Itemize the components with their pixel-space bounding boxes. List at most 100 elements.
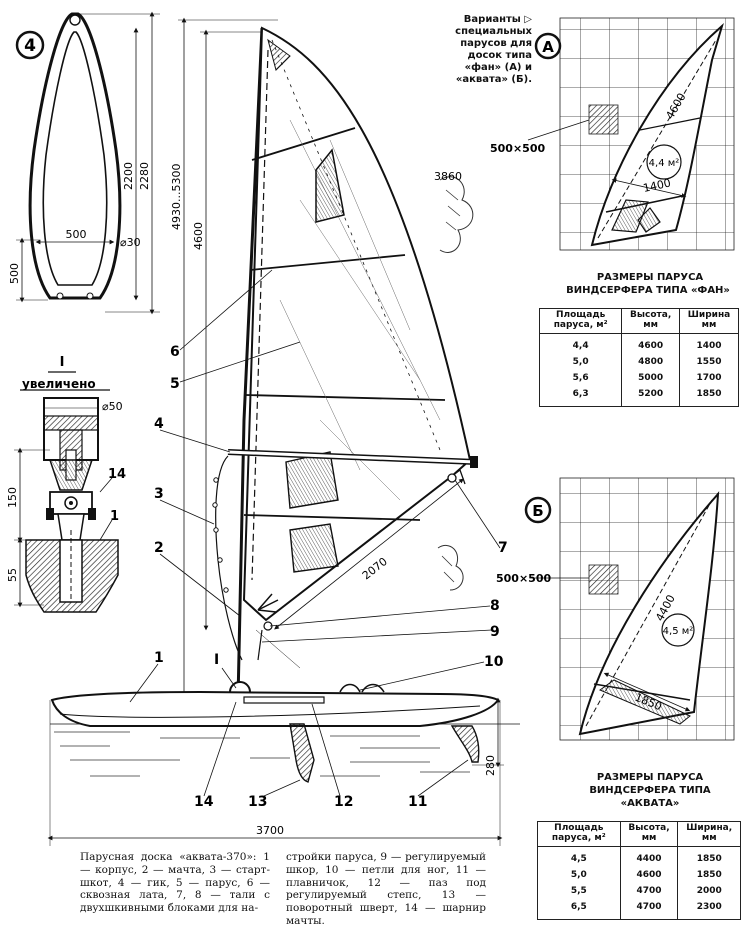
callout-3: 3 <box>154 486 164 502</box>
wishbone-boom-view <box>16 11 160 315</box>
mast-joint-detail: I увеличено <box>14 355 119 613</box>
callout-8: 8 <box>490 598 500 614</box>
view-b-label: Б <box>532 502 543 520</box>
variants-note: Варианты ▷ специальных парусов для досок… <box>455 14 532 85</box>
table-cell: 4700 <box>619 883 679 900</box>
callout-12: 12 <box>334 794 353 810</box>
fan-col-area: Площадь паруса, м² <box>538 308 623 334</box>
view-4-label: 4 <box>24 36 36 56</box>
fan-table-title-1: РАЗМЕРЫ ПАРУСА <box>596 272 704 283</box>
callout-11: 11 <box>408 794 427 810</box>
table-cell: 4700 <box>619 899 679 921</box>
table-cell: 1850 <box>679 386 739 408</box>
dim-boom-length: 2070 <box>360 555 390 582</box>
dim-boom-width: 500 <box>66 228 87 241</box>
dim-boom-tube: ⌀30 <box>120 236 141 249</box>
callout-detail-14: 14 <box>108 467 126 482</box>
view-b-marker <box>524 496 552 524</box>
table-cell: 5,0 <box>537 866 621 884</box>
dim-detail-150: 150 <box>6 487 19 508</box>
view-a-label: А <box>542 38 554 56</box>
table-cell: 1850 <box>677 866 741 884</box>
table-cell: 1700 <box>679 370 739 387</box>
dim-boom-end: 500 <box>8 263 21 284</box>
aquata-table-title-1: РАЗМЕРЫ ПАРУСА <box>596 772 704 783</box>
caption-text-2: стройки паруса, 9 — регулируемый шкор, 1… <box>286 851 486 927</box>
fan-col-width: Ширина мм <box>679 308 739 334</box>
dim-luff: 4600 <box>192 222 205 250</box>
caption-column-2: стройки паруса, 9 — регулируемый шкор, 1… <box>286 851 486 928</box>
table-row: 5,5 4700 2000 <box>537 883 741 900</box>
aquata-table-title-3: «АКВАТА» <box>620 798 680 809</box>
aquata-col-height: Высота, мм <box>619 821 679 847</box>
table-cell: 6,3 <box>538 386 623 408</box>
aquata-col-area: Площадь паруса, м² <box>537 821 621 847</box>
callout-10: 10 <box>484 654 504 670</box>
aquata-sail-view <box>530 477 735 741</box>
table-cell: 4,5 <box>537 846 621 867</box>
table-cell: 6,5 <box>537 899 621 921</box>
table-row: 6,3 5200 1850 <box>538 386 739 408</box>
caption-column-1: Парусная доска «аквата-370»: 1 — корпус,… <box>80 851 270 915</box>
dim-sail-top: 3860 <box>434 170 462 183</box>
table-row: 5,6 5000 1700 <box>538 370 739 387</box>
detail-enlarged-label: увеличено <box>22 377 96 391</box>
callout-14: 14 <box>194 794 214 810</box>
table-cell: 5000 <box>621 370 680 387</box>
view-a-marker <box>534 32 562 60</box>
table-cell: 2000 <box>677 883 741 900</box>
table-cell: 1550 <box>679 353 739 371</box>
table-cell: 5,5 <box>537 883 621 900</box>
table-cell: 5,6 <box>538 370 623 387</box>
dim-boom-outer: 2280 <box>138 162 151 190</box>
table-cell: 4400 <box>619 846 679 867</box>
dim-board-height: 280 <box>484 755 497 776</box>
dim-b-area: 4,5 м² <box>663 626 694 637</box>
table-cell: 4600 <box>621 333 680 354</box>
dim-detail-55: 55 <box>6 568 19 582</box>
table-cell: 4800 <box>621 353 680 371</box>
callout-I: I <box>214 652 219 668</box>
table-cell: 4600 <box>619 866 679 884</box>
callout-7: 7 <box>498 540 508 556</box>
callout-detail-1: 1 <box>110 509 119 524</box>
callout-1: 1 <box>154 650 164 666</box>
table-row: 4,4 4600 1400 <box>538 333 739 354</box>
table-cell: 5,0 <box>538 353 623 371</box>
table-row: 5,0 4800 1550 <box>538 353 739 371</box>
callout-4: 4 <box>154 416 164 432</box>
table-cell: 4,4 <box>538 333 623 354</box>
table-cell: 1850 <box>677 846 741 867</box>
callout-5: 5 <box>170 376 180 392</box>
fan-col-height: Высота, мм <box>621 308 680 334</box>
view-4-marker <box>15 30 45 60</box>
table-row: 6,5 4700 2300 <box>537 899 741 921</box>
caption-text-1: Парусная доска «аквата-370»: 1 — корпус,… <box>80 851 270 915</box>
callout-13: 13 <box>248 794 267 810</box>
fan-sail-view <box>527 17 735 251</box>
aquata-table-title-2: ВИНДСЕРФЕРА ТИПА <box>589 785 711 796</box>
dim-board-length: 3700 <box>256 824 284 837</box>
dim-a-area: 4,4 м² <box>649 158 680 169</box>
detail-I-label: I <box>60 355 65 370</box>
callout-2: 2 <box>154 540 164 556</box>
table-cell: 2300 <box>677 899 741 921</box>
dim-boom-inner: 2200 <box>122 162 135 190</box>
table-row: 5,0 4600 1850 <box>537 866 741 884</box>
callout-6: 6 <box>170 344 180 360</box>
table-cell: 5200 <box>621 386 680 408</box>
table-cell: 1400 <box>679 333 739 354</box>
callout-9: 9 <box>490 624 500 640</box>
dim-b-grid: 500×500 <box>496 572 551 585</box>
fan-table-title-2: ВИНДСЕРФЕРА ТИПА «ФАН» <box>566 285 730 296</box>
aquata-col-width: Ширина, мм <box>677 821 741 847</box>
table-row: 4,5 4400 1850 <box>537 846 741 867</box>
dim-mast-total: 4930...5300 <box>170 164 183 230</box>
main-windsurfer-rig <box>47 17 520 846</box>
dim-a-grid: 500×500 <box>490 142 545 155</box>
dim-a-foot: 1400 <box>642 176 672 195</box>
dim-detail-diameter: ⌀50 <box>102 400 123 413</box>
fan-sail-table: Площадь паруса, м² Высота, мм Ширина мм … <box>538 308 739 408</box>
aquata-sail-table: Площадь паруса, м² Высота, мм Ширина, мм… <box>537 821 741 921</box>
